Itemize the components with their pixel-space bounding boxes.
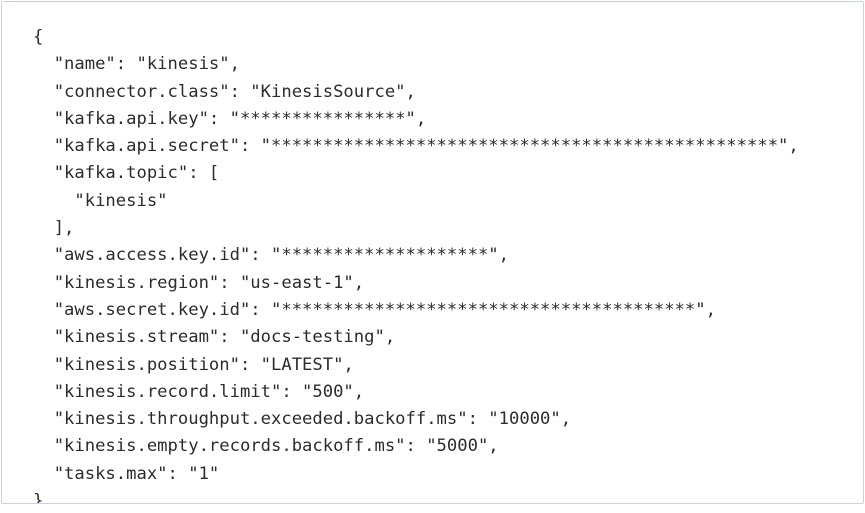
code-line: } <box>33 491 44 504</box>
code-line: "kafka.api.key": "****************", <box>33 108 427 129</box>
code-line: "aws.secret.key.id": "******************… <box>33 299 716 320</box>
code-line: "connector.class": "KinesisSource", <box>33 81 416 102</box>
code-line: "kinesis.stream": "docs-testing", <box>33 327 396 348</box>
code-content[interactable]: { "name": "kinesis", "connector.class": … <box>2 2 863 504</box>
code-line: "kinesis.record.limit": "500", <box>33 381 365 402</box>
code-line: "kinesis.empty.records.backoff.ms": "500… <box>33 436 499 457</box>
code-line: "kinesis.region": "us-east-1", <box>33 272 365 293</box>
code-line: "name": "kinesis", <box>33 54 240 75</box>
code-line: ], <box>33 218 75 239</box>
code-line: "kinesis.position": "LATEST", <box>33 354 354 375</box>
json-code-block-panel: { "name": "kinesis", "connector.class": … <box>1 1 864 504</box>
code-line: { <box>33 27 44 47</box>
code-line: "aws.access.key.id": "******************… <box>33 245 509 266</box>
code-line: "kinesis" <box>33 190 168 211</box>
code-line: "kafka.api.secret": "*******************… <box>33 136 799 157</box>
code-line: "kafka.topic": [ <box>33 163 220 184</box>
code-line: "tasks.max": "1" <box>33 463 220 484</box>
code-line: "kinesis.throughput.exceeded.backoff.ms"… <box>33 409 572 430</box>
